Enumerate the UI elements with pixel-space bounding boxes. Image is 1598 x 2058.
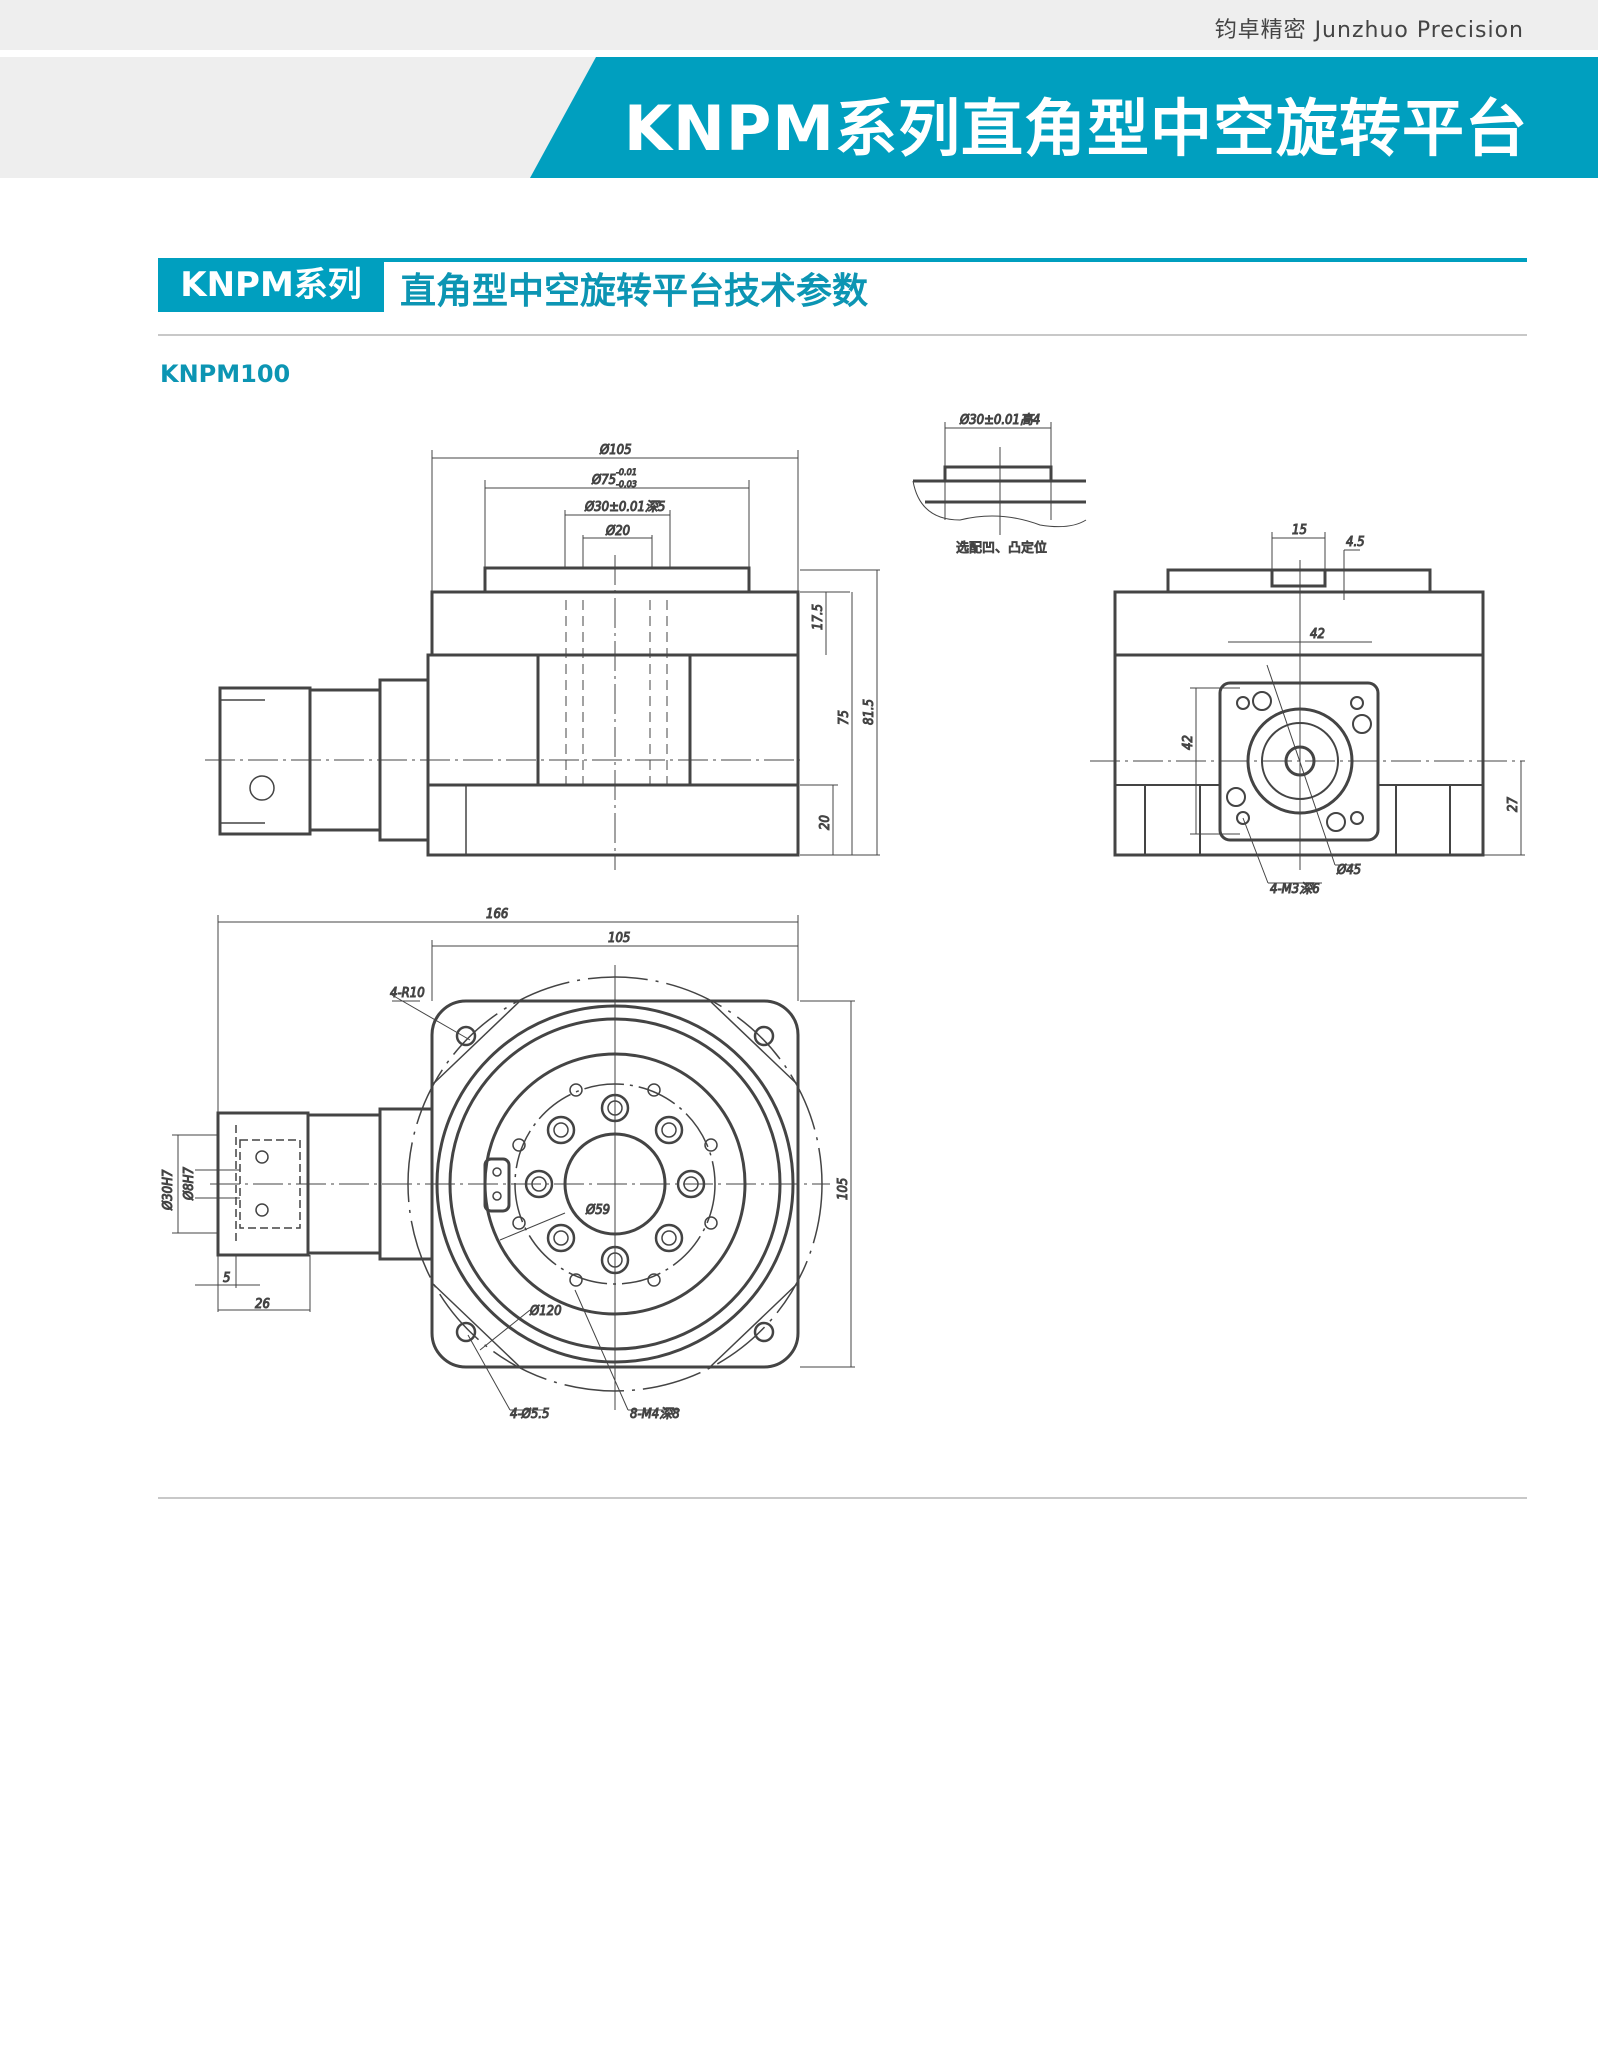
dim-h20: 20 (818, 815, 833, 830)
dim-h17-5: 17.5 (811, 604, 826, 630)
dim-d30: Ø30±0.01深5 (584, 500, 665, 515)
dim-h75: 75 (837, 710, 852, 725)
dim-d75-tol-upper: -0.01 (616, 468, 637, 478)
dim-w15: 15 (1292, 523, 1307, 538)
detail-note: 选配凹、凸定位 (956, 541, 1047, 556)
dim-h42: 42 (1181, 735, 1196, 750)
section-rule (158, 258, 1527, 262)
title-banner (530, 57, 1598, 178)
dim-d30h7: Ø30H7 (161, 1169, 176, 1211)
dim-side-holes: 4-M3深6 (1270, 882, 1320, 897)
dim-r10: 4-R10 (390, 986, 425, 1001)
dim-w105: 105 (608, 931, 630, 946)
dim-d105: Ø105 (599, 443, 632, 458)
dim-d75-tol-lower: -0.03 (616, 480, 637, 490)
dim-h81-5: 81.5 (862, 699, 877, 725)
section-title: 直角型中空旋转平台技术参数 (400, 271, 869, 312)
brand-name: 钧卓精密 Junzhuo Precision (1214, 18, 1524, 43)
divider (158, 334, 1527, 336)
dim-h105: 105 (836, 1178, 851, 1200)
top-bar: 钧卓精密 Junzhuo Precision (0, 0, 1598, 50)
detail-dim: Ø30±0.01高4 (959, 413, 1040, 428)
dim-h4-5: 4.5 (1346, 535, 1365, 550)
dim-mount-holes: 4-Ø5.5 (510, 1407, 549, 1422)
dim-w42: 42 (1310, 627, 1325, 642)
dim-thread-holes: 8-M4深8 (630, 1407, 680, 1422)
technical-drawing: Ø105 Ø75 -0.01 -0.03 Ø30±0.01深5 Ø20 17.5… (161, 413, 1525, 1423)
dim-d75: Ø75 (591, 473, 616, 488)
dim-l5: 5 (223, 1271, 230, 1286)
dim-d120: Ø120 (529, 1304, 562, 1319)
page-title: KNPM系列直角型中空旋转平台 (623, 92, 1528, 165)
dim-d20: Ø20 (605, 524, 630, 539)
bottom-divider (158, 1497, 1527, 1499)
side-view: 15 4.5 42 42 27 Ø45 4-M3深6 (1090, 523, 1525, 898)
dim-h27: 27 (1506, 797, 1521, 812)
section-tag: KNPM系列 (158, 258, 384, 312)
dim-w166: 166 (486, 907, 508, 922)
dim-l26: 26 (255, 1297, 270, 1312)
detail-view: Ø30±0.01高4 选配凹、凸定位 (912, 413, 1087, 557)
dim-d45: Ø45 (1336, 863, 1361, 878)
dim-d59: Ø59 (585, 1203, 610, 1218)
dim-d8h7: Ø8H7 (182, 1167, 197, 1201)
front-view: Ø105 Ø75 -0.01 -0.03 Ø30±0.01深5 Ø20 17.5… (205, 443, 880, 870)
top-view: 166 105 105 4-R10 Ø59 Ø120 Ø30H7 Ø8H7 5 … (161, 907, 855, 1423)
model-label: KNPM100 (160, 360, 291, 388)
